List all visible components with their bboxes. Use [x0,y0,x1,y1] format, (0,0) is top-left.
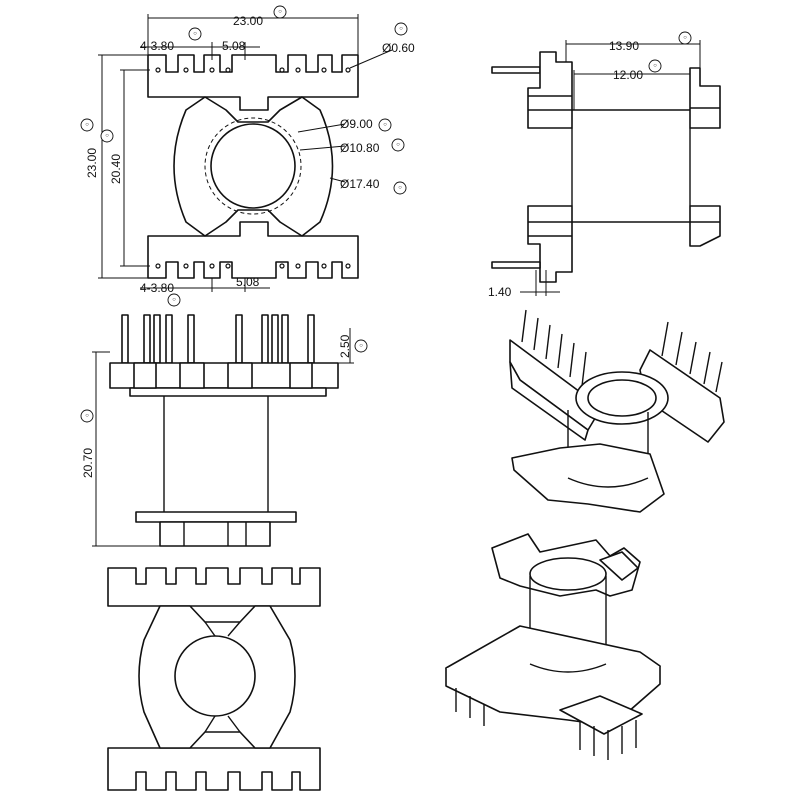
dim-flange-width: 13.90 [609,39,639,53]
side-view: 13.90 12.00 1.40 ○ ○ [488,31,721,299]
pin-holes-bottom [155,263,351,269]
svg-text:○: ○ [399,26,403,32]
reference-markers-side-view: ○ ○ [648,31,692,73]
dim-pin-height: 2.50 [338,334,352,358]
svg-text:○: ○ [398,185,402,191]
svg-text:○: ○ [383,122,387,128]
svg-text:○: ○ [85,122,89,128]
dim-body-height: 20.70 [81,448,95,478]
isometric-view-upper [509,309,725,513]
reference-markers-top-view: ○ ○ ○ ○ ○ ○ ○ ○ ○ [80,5,408,307]
top-view: 23.00 4-3.80 5.08 Ø0.60 Ø9.00 Ø10.80 Ø17… [80,5,415,307]
bottom-view [107,567,321,791]
svg-text:○: ○ [105,133,109,139]
dim-pin-span-bottom: 5.08 [236,275,260,289]
front-pins [121,314,315,364]
dim-overall-height: 23.00 [85,148,99,178]
isometric-view-lower [445,533,661,760]
front-view: 2.50 20.70 ○ ○ [80,314,368,547]
dim-overall-width: 23.00 [233,14,263,28]
iso-pins-right [661,321,723,393]
svg-text:○: ○ [172,297,176,303]
svg-text:○: ○ [359,343,363,349]
dim-pin-pitch-top: 4-3.80 [140,39,174,53]
iso-pins-lower [455,688,637,760]
dim-pin-span-top: 5.08 [222,39,246,53]
svg-text:○: ○ [653,63,657,69]
svg-text:○: ○ [396,142,400,148]
dim-pin-diameter: Ø0.60 [382,41,415,55]
iso-pins-left [521,309,587,387]
svg-text:○: ○ [278,9,282,15]
svg-text:○: ○ [193,31,197,37]
dim-tube-length: 12.00 [613,68,643,82]
dim-pin-pitch-bottom: 4-3.80 [140,281,174,295]
dim-bore-diameter: Ø9.00 [340,117,373,131]
pin-holes-top [155,67,351,73]
dim-row-spacing: 20.40 [109,154,123,184]
svg-text:○: ○ [85,413,89,419]
dim-tube-diameter: Ø10.80 [340,141,380,155]
dim-pin-offset: 1.40 [488,285,512,299]
dim-flange-diameter: Ø17.40 [340,177,380,191]
svg-text:○: ○ [683,35,687,41]
reference-markers-front-view: ○ ○ [80,339,368,423]
